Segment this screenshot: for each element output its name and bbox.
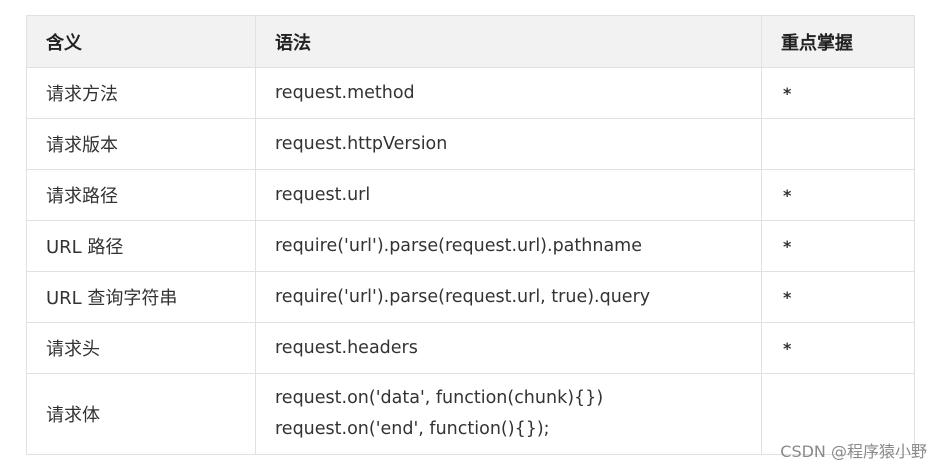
cell-key-point: * — [761, 169, 915, 221]
header-meaning: 含义 — [26, 15, 256, 68]
cell-meaning: 请求版本 — [26, 118, 256, 170]
header-syntax: 语法 — [255, 15, 762, 68]
table-header-row: 含义 语法 重点掌握 — [26, 15, 915, 68]
table-row: URL 路径 require('url').parse(request.url)… — [26, 220, 915, 272]
cell-meaning: 请求方法 — [26, 67, 256, 119]
cell-meaning: 请求体 — [26, 373, 256, 455]
cell-meaning: 请求路径 — [26, 169, 256, 221]
table-row: 请求头 request.headers * — [26, 322, 915, 374]
cell-syntax: require('url').parse(request.url).pathna… — [255, 220, 762, 272]
request-properties-table: 含义 语法 重点掌握 请求方法 request.method * 请求版本 re… — [26, 15, 915, 455]
cell-syntax: request.url — [255, 169, 762, 221]
cell-key-point — [761, 373, 915, 455]
cell-key-point: * — [761, 67, 915, 119]
syntax-line: require('url').parse(request.url, true).… — [275, 286, 651, 307]
reference-table-container: 含义 语法 重点掌握 请求方法 request.method * 请求版本 re… — [26, 15, 915, 455]
syntax-line: request.headers — [275, 337, 418, 358]
cell-key-point: * — [761, 322, 915, 374]
cell-syntax: request.on('data', function(chunk){}) re… — [255, 373, 762, 455]
header-key-point: 重点掌握 — [761, 15, 915, 68]
syntax-line: request.method — [275, 82, 415, 103]
cell-meaning: URL 路径 — [26, 220, 256, 272]
syntax-line: request.on('data', function(chunk){}) — [275, 388, 604, 408]
table-row: 请求方法 request.method * — [26, 67, 915, 119]
cell-syntax: request.method — [255, 67, 762, 119]
cell-syntax: require('url').parse(request.url, true).… — [255, 271, 762, 323]
cell-syntax: request.headers — [255, 322, 762, 374]
syntax-line: request.httpVersion — [275, 133, 448, 154]
table-row: 请求体 request.on('data', function(chunk){}… — [26, 373, 915, 455]
table-row: 请求版本 request.httpVersion — [26, 118, 915, 170]
cell-key-point: * — [761, 220, 915, 272]
table-row: URL 查询字符串 require('url').parse(request.u… — [26, 271, 915, 323]
syntax-line: request.on('end', function(){}); — [275, 419, 550, 439]
cell-meaning: 请求头 — [26, 322, 256, 374]
cell-key-point: * — [761, 271, 915, 323]
watermark: CSDN @程序猿小野 — [780, 442, 927, 461]
table-row: 请求路径 request.url * — [26, 169, 915, 221]
cell-meaning: URL 查询字符串 — [26, 271, 256, 323]
syntax-line: require('url').parse(request.url).pathna… — [275, 235, 642, 256]
cell-key-point — [761, 118, 915, 170]
cell-syntax: request.httpVersion — [255, 118, 762, 170]
syntax-line: request.url — [275, 184, 371, 205]
